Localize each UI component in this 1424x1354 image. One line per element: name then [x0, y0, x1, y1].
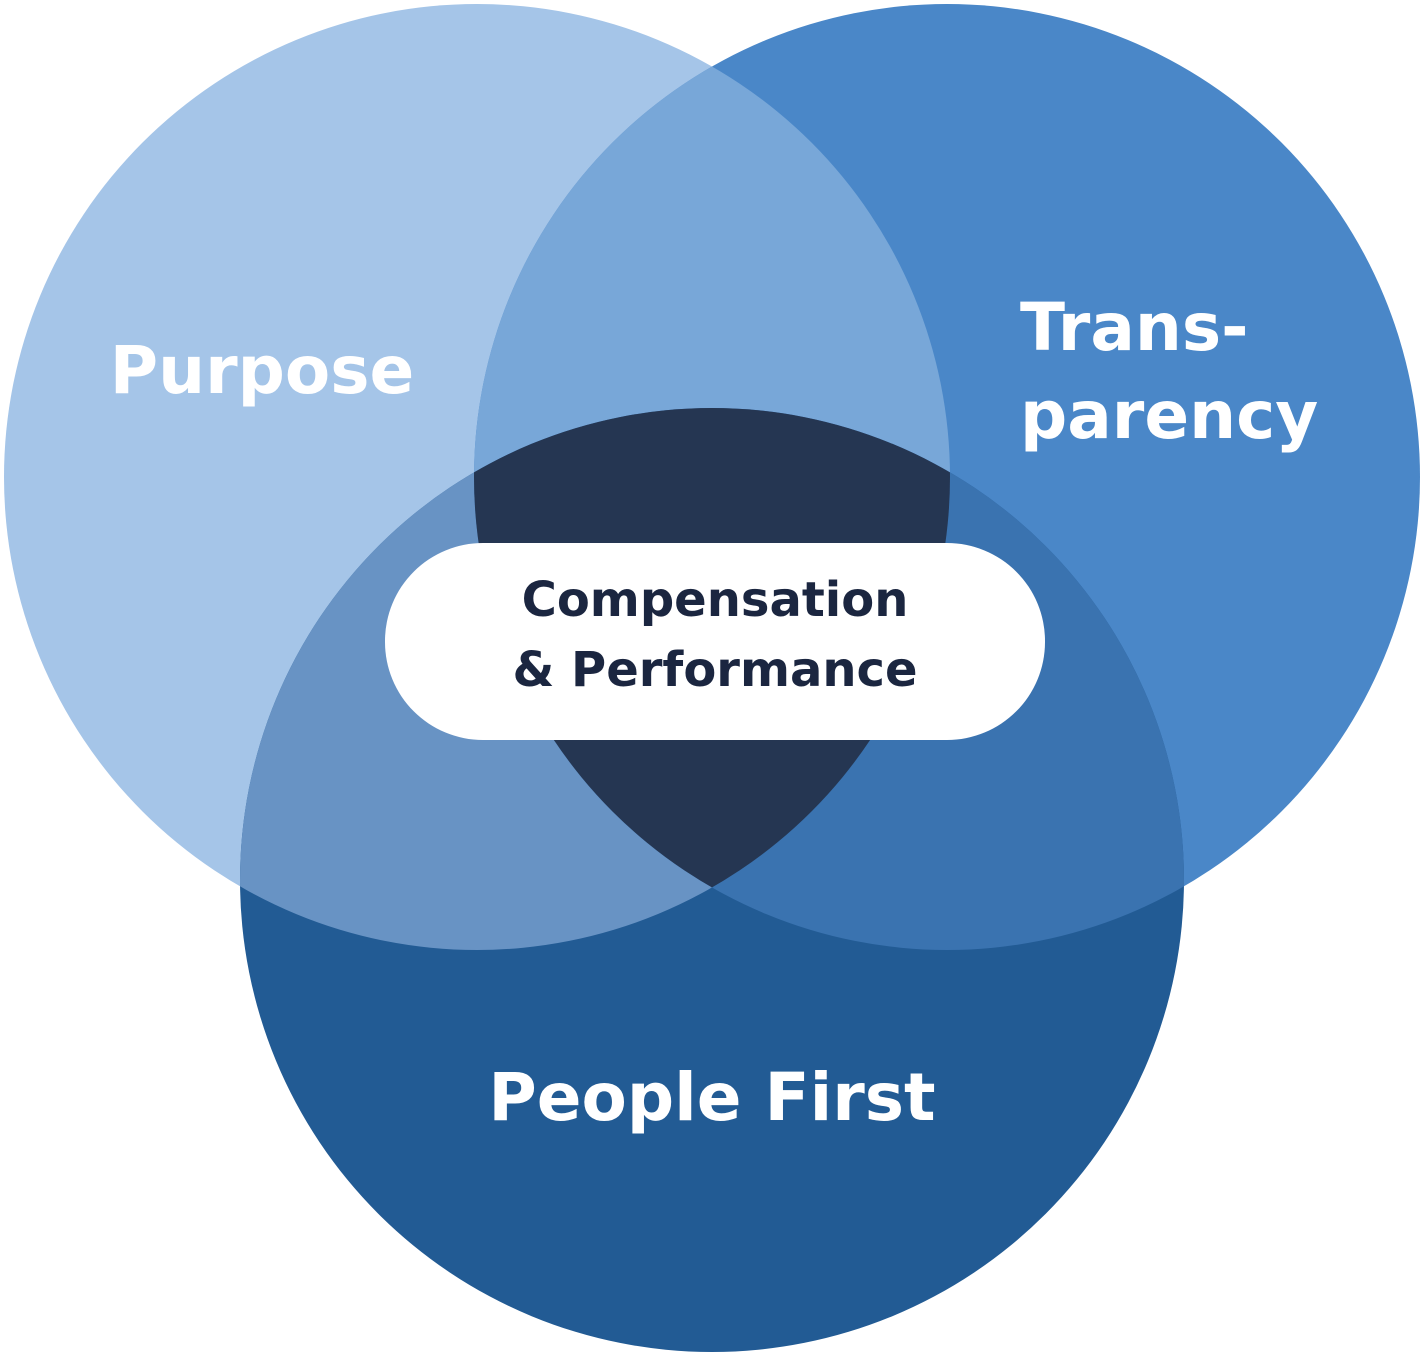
- center-label-line2: & Performance: [512, 642, 917, 698]
- center-label-line1: Compensation: [522, 572, 909, 628]
- purpose-label: Purpose: [110, 332, 415, 409]
- transparency-label-line1: Trans-: [1020, 289, 1249, 366]
- people-first-label: People First: [488, 1059, 935, 1136]
- center-pill: [385, 543, 1045, 740]
- transparency-label-line2: parency: [1020, 377, 1318, 454]
